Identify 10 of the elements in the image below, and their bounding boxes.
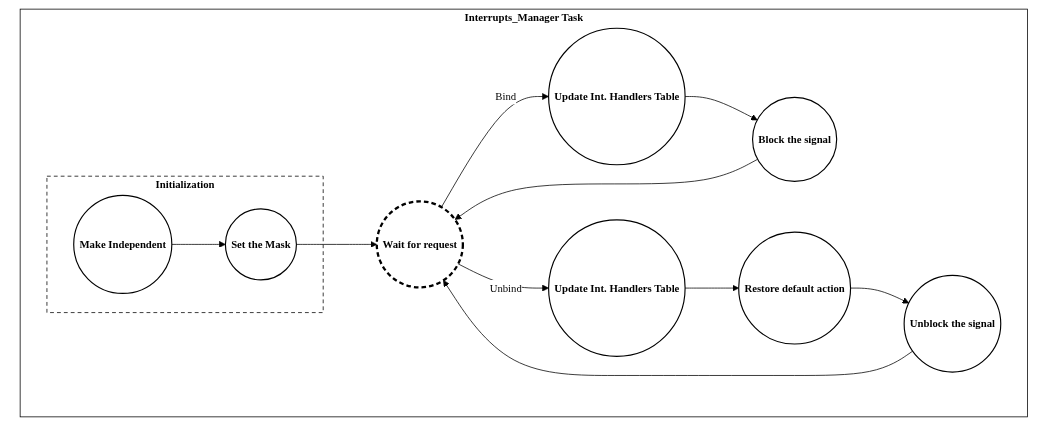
node-circle: Restore default action	[738, 231, 852, 345]
node-circle: Make Independent	[73, 194, 173, 294]
node-circle: Set the Mask	[225, 207, 298, 280]
edge-label: Bind	[495, 90, 517, 102]
edge-label: Unbind	[489, 281, 522, 294]
node-circle: Unblock the signal	[903, 274, 1002, 373]
node-circle: Block the signal	[752, 96, 838, 182]
node-circle: Update Int. Handlers Table	[548, 218, 686, 357]
node-circle: Update Int. Handlers Table	[548, 27, 686, 165]
node-circle: Wait for request	[375, 199, 465, 289]
